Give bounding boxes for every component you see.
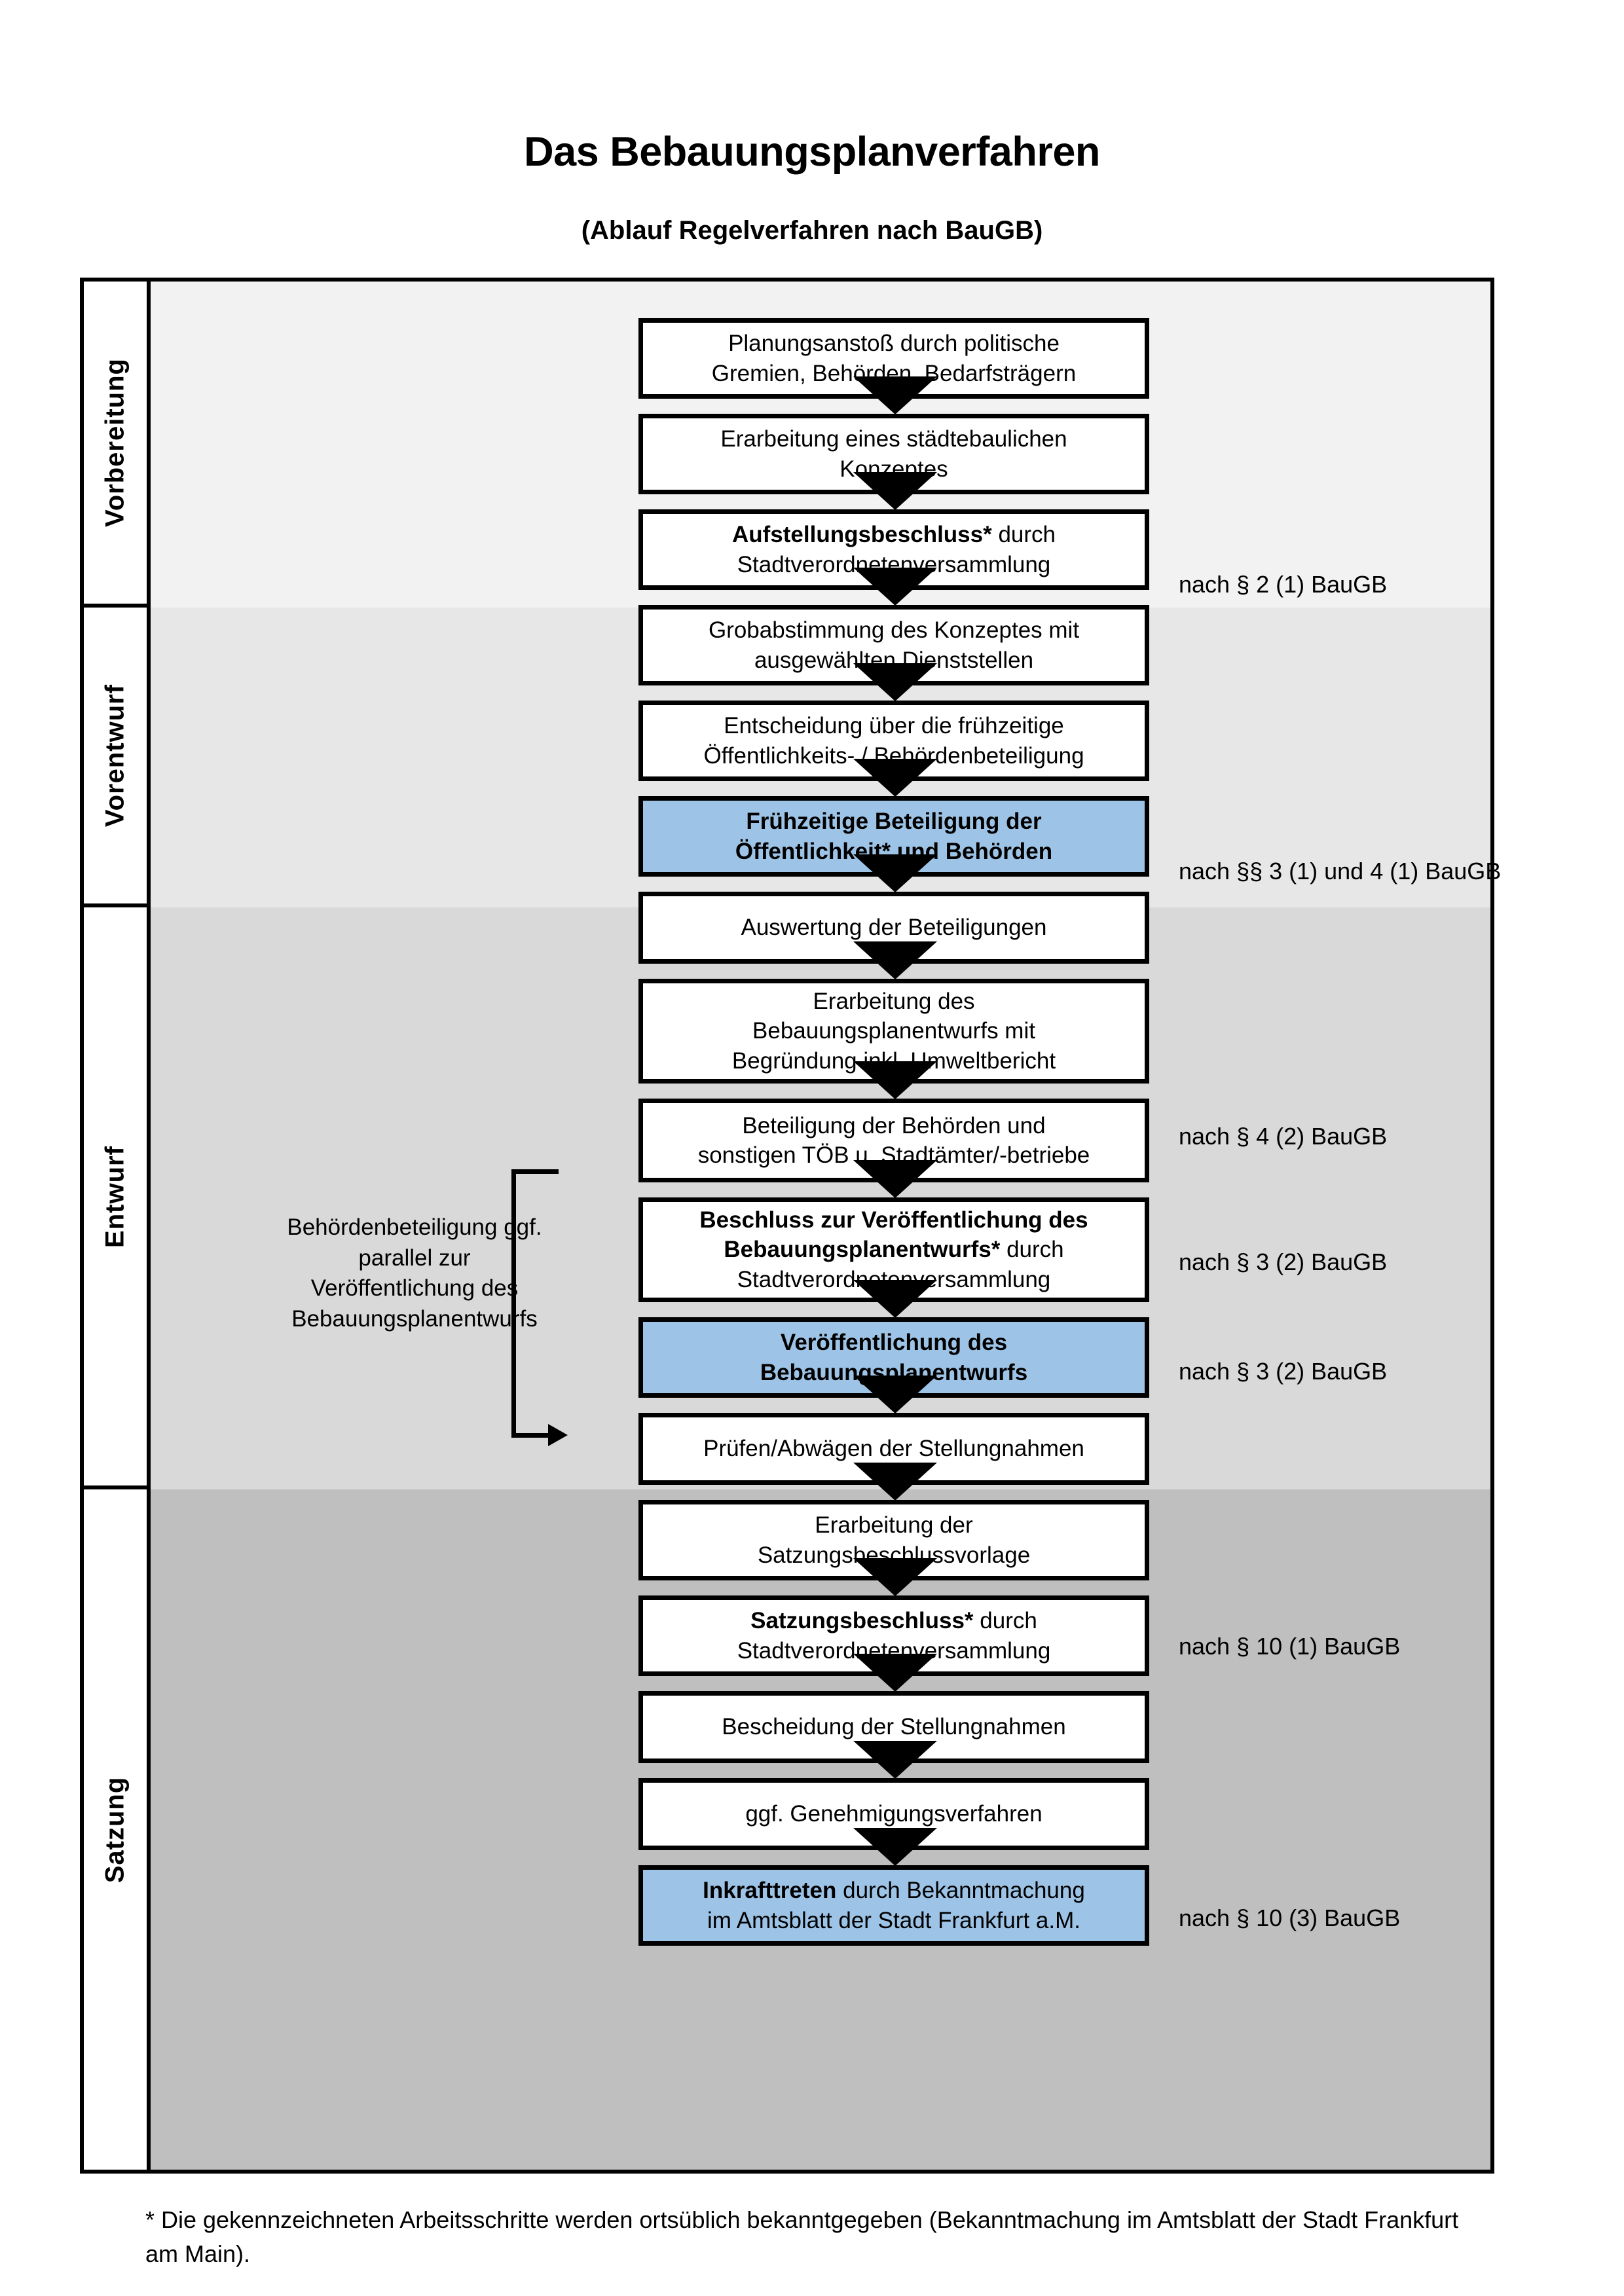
step-line: im Amtsblatt der Stadt Frankfurt a.M. [707, 1907, 1080, 1933]
phase-label-satzung: Satzung [84, 1489, 147, 2170]
step-line: Inkrafttreten durch Bekanntmachung [703, 1878, 1085, 1903]
phase-label-text: Entwurf [100, 1145, 130, 1248]
flow-arrow-icon [853, 1654, 937, 1692]
step-line: Veröffentlichung des [780, 1330, 1008, 1355]
loop-top-segment [511, 1169, 559, 1174]
step-line: Bebauungsplanentwurfs mit [752, 1018, 1035, 1044]
footnote: * Die gekennzeichneten Arbeitsschritte w… [145, 2206, 1459, 2268]
annotation-par4-2: nach § 4 (2) BauGB [1179, 1123, 1388, 1150]
step-line: ggf. Genehmigungsverfahren [745, 1801, 1043, 1827]
diagram-frame: Vorbereitung Vorentwurf Entwurf Satzung … [80, 278, 1501, 2174]
flow-arrow-icon [853, 1828, 937, 1866]
phase-label-vorentwurf: Vorentwurf [84, 608, 147, 907]
flow-arrow-icon [853, 854, 937, 892]
step-line: Auswertung der Beteiligungen [741, 915, 1047, 941]
step-line-bold: Beschluss zur Veröffentlichung des [699, 1207, 1088, 1233]
step-line: Satzungsbeschluss* durch [750, 1608, 1037, 1633]
loop-connector-behoerdenbeteiligung [511, 1169, 568, 1446]
sidenote-behoerdenbeteiligung: Behördenbeteiligung ggf. parallel zur Ve… [274, 1212, 555, 1334]
step-line: Bebauungsplanentwurfs* durch [724, 1237, 1064, 1263]
step-line: Entscheidung über die frühzeitige [724, 713, 1064, 738]
step-line: Bescheidung der Stellungnahmen [722, 1714, 1066, 1740]
step-line: Beschluss zur Veröffentlichung des [699, 1205, 1088, 1235]
step-line: Grobabstimmung des Konzeptes mit [708, 617, 1080, 643]
phase-column-divider [147, 282, 151, 2170]
flow-arrow-icon [853, 1558, 937, 1596]
flow-arrow-icon [853, 941, 937, 979]
annotation-par3-2-b: nach § 3 (2) BauGB [1179, 1358, 1388, 1385]
flow-arrow-icon [853, 472, 937, 510]
phase-label-text: Vorentwurf [100, 683, 130, 828]
flow-arrow-icon [853, 663, 937, 701]
flow-arrow-icon [853, 568, 937, 606]
step-line: Erarbeitung der [815, 1512, 973, 1538]
loop-vertical-segment [511, 1169, 516, 1438]
flow-arrow-icon [853, 1160, 937, 1198]
step-line-bold: Inkrafttreten [703, 1878, 837, 1903]
step-line: Planungsanstoß durch politische [728, 331, 1060, 356]
loop-arrowhead-icon [548, 1424, 568, 1446]
step-line: Erarbeitung des [813, 988, 975, 1014]
step-line-bold: Satzungsbeschluss* [750, 1608, 974, 1633]
step-line: Prüfen/Abwägen der Stellungnahmen [703, 1436, 1084, 1462]
phase-label-vorbereitung: Vorbereitung [84, 282, 147, 608]
step-line-bold: Aufstellungsbeschluss* [731, 522, 992, 547]
flow-arrow-icon [853, 1741, 937, 1779]
page-title: Das Bebauungsplanverfahren [524, 129, 1100, 175]
phase-label-entwurf: Entwurf [84, 907, 147, 1489]
step-line-bold: Bebauungsplanentwurfs* [724, 1237, 1001, 1263]
step-line: Aufstellungsbeschluss* durch [731, 522, 1056, 547]
sidenote-line: Veröffentlichung des [310, 1275, 519, 1302]
phase-label-text: Vorbereitung [100, 358, 130, 527]
annotation-par2-1: nach § 2 (1) BauGB [1179, 571, 1388, 598]
annotation-par3-2-a: nach § 3 (2) BauGB [1179, 1248, 1388, 1275]
sidenote-line: Behördenbeteiligung [287, 1214, 498, 1240]
step-line: Frühzeitige Beteiligung der [746, 809, 1042, 834]
flow-arrow-icon [853, 376, 937, 414]
flow-arrow-icon [853, 1376, 937, 1413]
sidenote-line: Bebauungsplanentwurfs [291, 1305, 538, 1332]
flow-arrow-icon [853, 759, 937, 797]
flow-arrow-icon [853, 1280, 937, 1318]
page-subtitle: (Ablauf Regelverfahren nach BauGB) [581, 216, 1043, 245]
loop-bottom-segment [511, 1433, 548, 1438]
step-box-auswertung-beteiligungen: Auswertung der Beteiligungen [638, 892, 1149, 964]
flow-arrow-icon [853, 1463, 937, 1501]
flow-arrow-icon [853, 1061, 937, 1099]
annotation-par10-3: nach § 10 (3) BauGB [1179, 1904, 1401, 1931]
step-line: Beteiligung der Behörden und [742, 1112, 1046, 1139]
annotation-par3-4-1: nach §§ 3 (1) und 4 (1) BauGB [1179, 858, 1502, 884]
annotation-par10-1: nach § 10 (1) BauGB [1179, 1633, 1401, 1660]
step-line: Erarbeitung eines städtebaulichen [720, 426, 1067, 452]
step-box-inkrafttreten: Inkrafttreten durch Bekanntmachung im Am… [638, 1865, 1149, 1946]
phase-label-text: Satzung [100, 1776, 130, 1883]
sidenote-line: ggf. parallel zur [358, 1214, 542, 1271]
